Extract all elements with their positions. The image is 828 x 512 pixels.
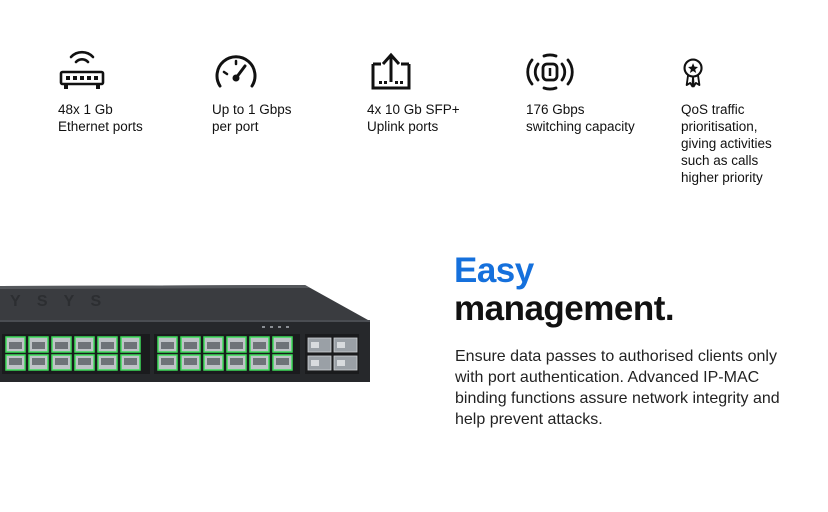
uplink-upload-icon — [371, 52, 411, 90]
feature-label: 176 Gbps switching capacity — [526, 102, 635, 134]
feature-qos: QoS traffic prioritisation, giving activ… — [681, 50, 821, 186]
headline-accent: Easy — [454, 251, 534, 290]
feature-switching-capacity: 176 Gbps switching capacity — [526, 50, 676, 135]
feature-label: 4x 10 Gb SFP+ Uplink ports — [367, 102, 460, 134]
speedometer-icon — [215, 55, 257, 88]
router-icon — [59, 50, 105, 89]
award-star-icon — [683, 58, 703, 88]
feature-label: QoS traffic prioritisation, giving activ… — [681, 102, 772, 185]
feature-label: Up to 1 Gbps per port — [212, 102, 292, 134]
wireless-switching-icon — [526, 53, 574, 91]
feature-ethernet-ports: 48x 1 Gb Ethernet ports — [58, 50, 208, 135]
svg-text:Y S Y S: Y S Y S — [10, 293, 107, 310]
section-headline: Easy management. — [454, 251, 675, 328]
network-switch-image: Y S Y S — [0, 285, 370, 382]
feature-sfp-uplink: 4x 10 Gb SFP+ Uplink ports — [367, 50, 517, 135]
description-paragraph: Ensure data passes to authorised clients… — [455, 348, 780, 428]
headline-main: management. — [454, 289, 675, 328]
feature-label: 48x 1 Gb Ethernet ports — [58, 102, 143, 134]
feature-speed: Up to 1 Gbps per port — [212, 50, 362, 135]
